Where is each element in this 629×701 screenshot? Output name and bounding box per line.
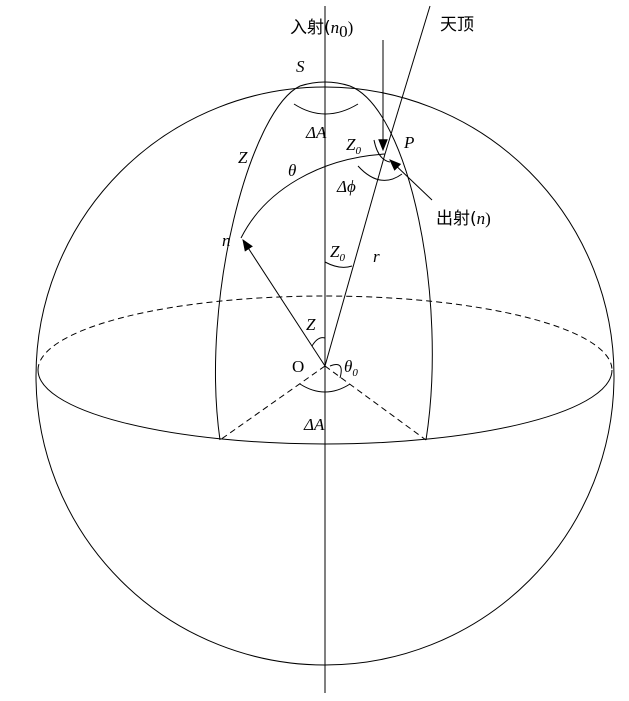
arc-p-to-n [240,153,386,239]
label-delta-a-top: ΔA [305,123,327,142]
label-zenith: 天顶 [440,15,474,35]
label-r: r [373,247,380,266]
angle-arc-delta-a-top [293,103,359,115]
angle-arc-theta0 [329,364,342,379]
label-z-center: Z [306,315,316,334]
label-s: S [296,57,305,76]
angle-arc-delta-phi [357,165,403,181]
radius-op [324,153,386,367]
zenith-line [384,5,431,155]
angle-arc-delta-a-bottom [299,383,351,393]
label-n: n [222,231,231,250]
angle-arc-z-center [311,337,326,347]
label-z0-top: Z0 [346,135,361,157]
dashed-left-base [219,365,326,441]
angle-arc-z0-mid [324,261,353,268]
label-theta: θ [288,161,296,180]
label-o: O [292,357,304,376]
label-incident: 入射(n0) [290,18,353,41]
dashed-right-base [324,365,427,441]
label-delta-phi: Δϕ [336,177,356,196]
label-theta0: θ0 [344,357,358,379]
right-meridian [349,85,433,441]
label-delta-a-bottom: ΔA [303,415,325,434]
angle-arc-z0-top [373,139,391,163]
emergent-arrow [389,159,433,201]
label-z0-mid: Z0 [330,242,345,264]
equator-back [37,295,613,371]
label-z-left: Z [238,148,248,167]
label-p: P [403,133,414,152]
arrow-o-to-n [242,238,326,367]
left-meridian [214,85,301,441]
label-emergent: 出射(n) [436,209,491,229]
top-cap-arc [299,81,351,87]
